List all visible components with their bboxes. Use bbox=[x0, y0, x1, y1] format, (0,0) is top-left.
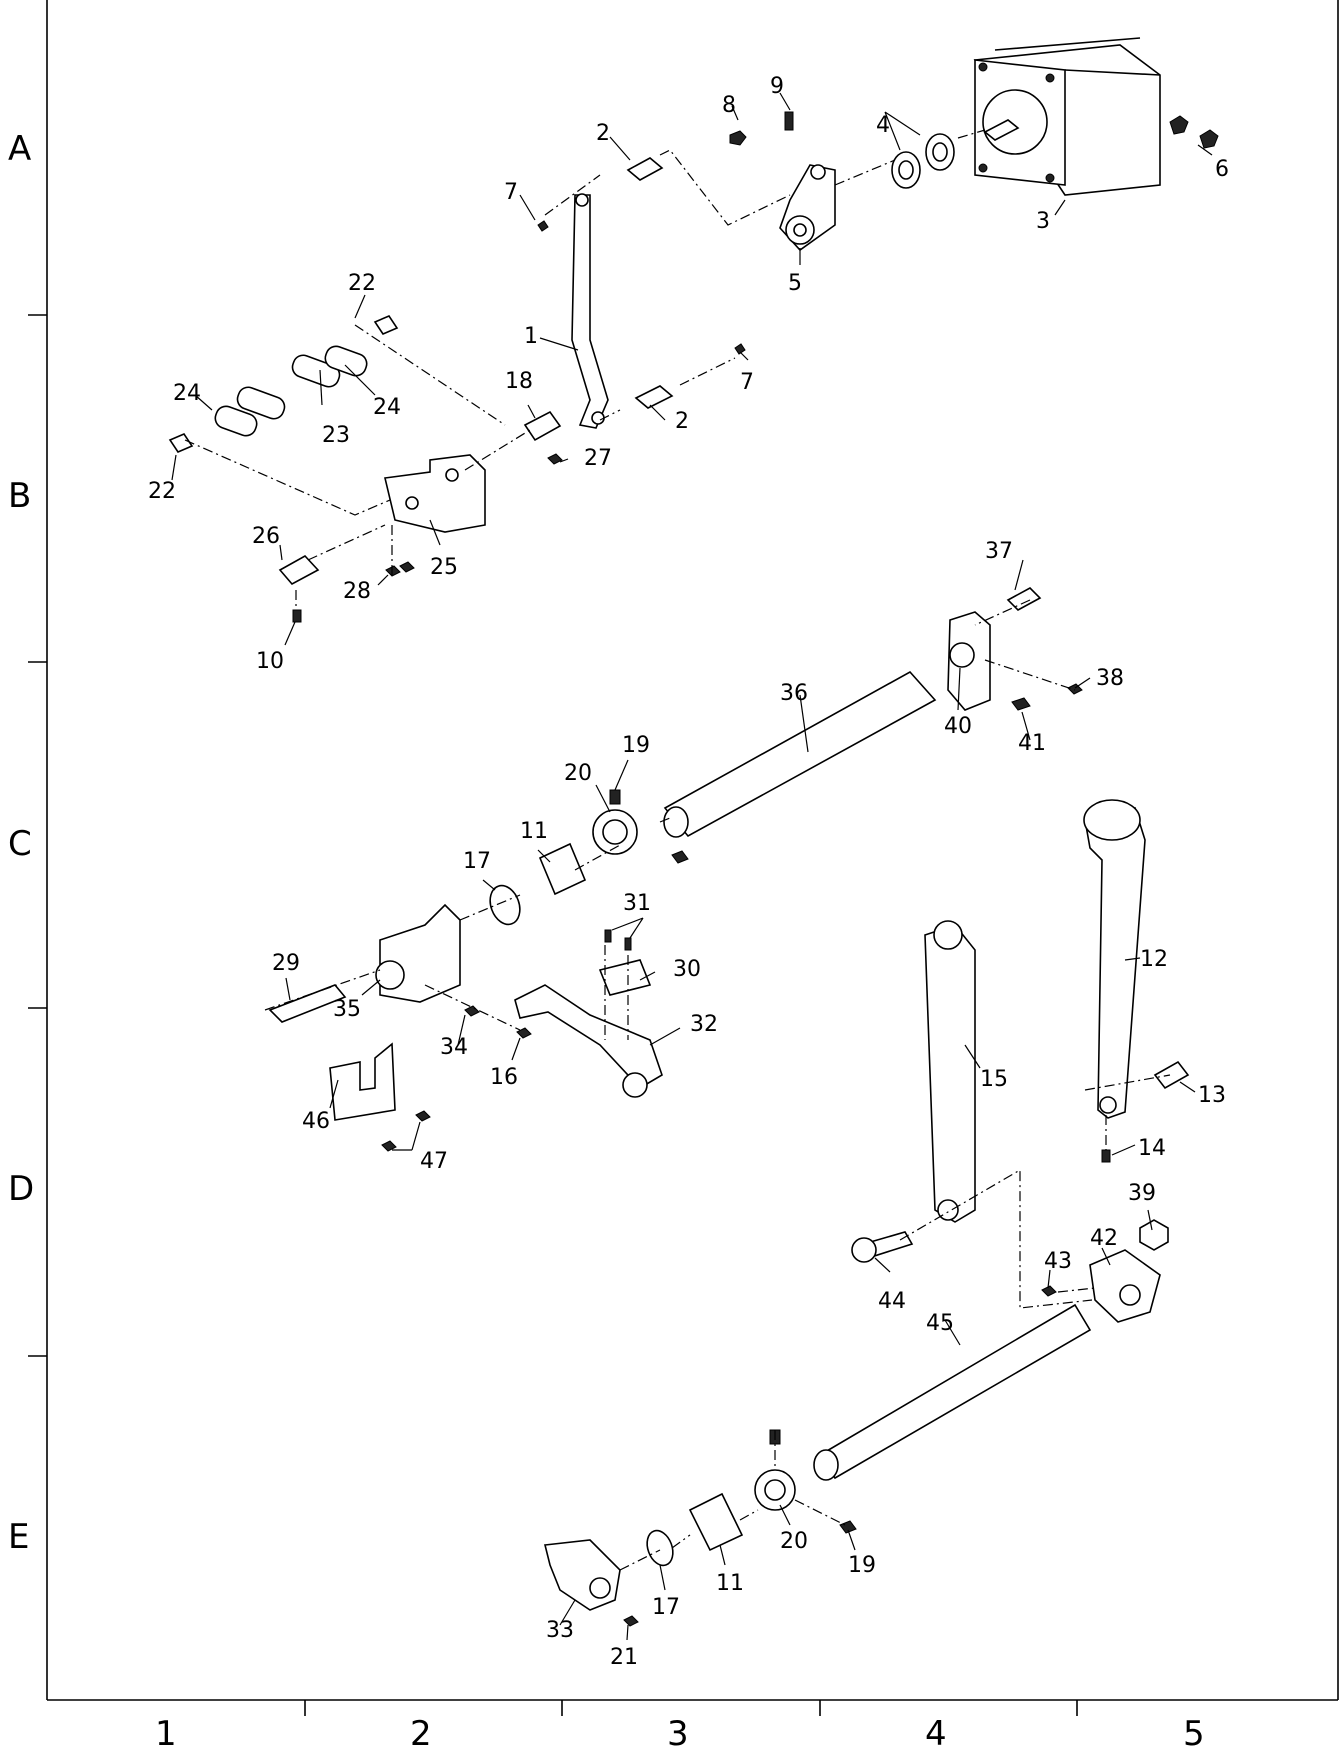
link-part bbox=[537, 193, 746, 429]
column-label-1: 1 bbox=[155, 1714, 177, 1747]
part-drawings bbox=[168, 37, 1219, 1627]
callout-15: 15 bbox=[980, 1067, 1008, 1092]
callout-29: 29 bbox=[272, 951, 300, 976]
callout-3: 3 bbox=[1036, 209, 1050, 234]
callout-22: 22 bbox=[148, 479, 176, 504]
callout-33: 33 bbox=[546, 1618, 574, 1643]
callout-20: 20 bbox=[564, 761, 592, 786]
callout-25: 25 bbox=[430, 555, 458, 580]
callout-36: 36 bbox=[780, 681, 808, 706]
callout-21: 21 bbox=[610, 1645, 638, 1670]
callout-28: 28 bbox=[343, 579, 371, 604]
callout-1: 1 bbox=[524, 324, 538, 349]
leader-lines bbox=[171, 92, 1213, 1641]
callout-2: 2 bbox=[675, 409, 689, 434]
row-label-e: E bbox=[8, 1517, 29, 1557]
callout-2: 2 bbox=[596, 121, 610, 146]
callout-31: 31 bbox=[623, 891, 651, 916]
callout-23: 23 bbox=[322, 423, 350, 448]
callout-46: 46 bbox=[302, 1109, 330, 1134]
callout-17: 17 bbox=[652, 1595, 680, 1620]
callout-42: 42 bbox=[1090, 1226, 1118, 1251]
callout-41: 41 bbox=[1018, 731, 1046, 756]
callout-37: 37 bbox=[985, 539, 1013, 564]
callout-43: 43 bbox=[1044, 1249, 1072, 1274]
plate-parts bbox=[168, 315, 399, 453]
callout-45: 45 bbox=[926, 1311, 954, 1336]
callout-27: 27 bbox=[584, 446, 612, 471]
row-labels: A B C D E bbox=[8, 129, 34, 1557]
callout-11: 11 bbox=[716, 1571, 744, 1596]
callout-19: 19 bbox=[622, 733, 650, 758]
column-label-3: 3 bbox=[667, 1714, 689, 1747]
callout-26: 26 bbox=[252, 524, 280, 549]
callout-38: 38 bbox=[1096, 666, 1124, 691]
callout-34: 34 bbox=[440, 1035, 468, 1060]
callout-20: 20 bbox=[780, 1529, 808, 1554]
guard-plate-part bbox=[329, 1042, 431, 1152]
bracket-part bbox=[278, 410, 563, 623]
screw-parts-6 bbox=[1169, 115, 1219, 149]
column-label-4: 4 bbox=[925, 1714, 947, 1747]
callout-18: 18 bbox=[505, 369, 533, 394]
callout-24: 24 bbox=[373, 395, 401, 420]
callout-10: 10 bbox=[256, 649, 284, 674]
callout-9: 9 bbox=[770, 74, 784, 99]
callout-22: 22 bbox=[348, 271, 376, 296]
upper-shaft-part bbox=[489, 587, 1083, 926]
row-label-c: C bbox=[8, 824, 32, 864]
callout-44: 44 bbox=[878, 1289, 906, 1314]
callout-39: 39 bbox=[1128, 1181, 1156, 1206]
centre-lines bbox=[184, 129, 1171, 1571]
callout-17: 17 bbox=[463, 849, 491, 874]
callout-32: 32 bbox=[690, 1012, 718, 1037]
callout-40: 40 bbox=[944, 714, 972, 739]
rod-part-12 bbox=[1083, 799, 1190, 1163]
pin-parts-2 bbox=[626, 157, 674, 409]
row-label-a: A bbox=[8, 129, 31, 169]
callout-16: 16 bbox=[490, 1065, 518, 1090]
lower-fork-group bbox=[544, 1429, 857, 1627]
callout-6: 6 bbox=[1215, 157, 1229, 182]
callout-4: 4 bbox=[876, 113, 890, 138]
callout-35: 35 bbox=[333, 997, 361, 1022]
callout-47: 47 bbox=[420, 1149, 448, 1174]
rod-part-15 bbox=[851, 920, 976, 1263]
callout-30: 30 bbox=[673, 957, 701, 982]
callout-19: 19 bbox=[848, 1553, 876, 1578]
fork-bracket-part bbox=[268, 903, 663, 1098]
motor-part bbox=[973, 37, 1161, 196]
callout-14: 14 bbox=[1138, 1136, 1166, 1161]
drawing-frame bbox=[28, 0, 1339, 1716]
callout-11: 11 bbox=[520, 819, 548, 844]
crank-part bbox=[729, 111, 836, 252]
lower-shaft-part bbox=[813, 1219, 1169, 1481]
column-label-2: 2 bbox=[410, 1714, 432, 1747]
callout-7: 7 bbox=[740, 370, 754, 395]
row-label-d: D bbox=[8, 1169, 34, 1209]
callout-7: 7 bbox=[504, 180, 518, 205]
row-label-b: B bbox=[8, 476, 31, 516]
column-label-5: 5 bbox=[1183, 1714, 1205, 1747]
callout-12: 12 bbox=[1140, 947, 1168, 972]
callout-8: 8 bbox=[722, 93, 736, 118]
bearing-parts bbox=[891, 133, 955, 189]
callout-24: 24 bbox=[173, 381, 201, 406]
callout-5: 5 bbox=[788, 271, 802, 296]
column-labels: 1 2 3 4 5 bbox=[155, 1714, 1205, 1747]
callout-labels: 1 2 2 3 4 5 6 7 7 8 9 10 11 11 12 13 14 … bbox=[148, 74, 1229, 1670]
callout-13: 13 bbox=[1198, 1083, 1226, 1108]
